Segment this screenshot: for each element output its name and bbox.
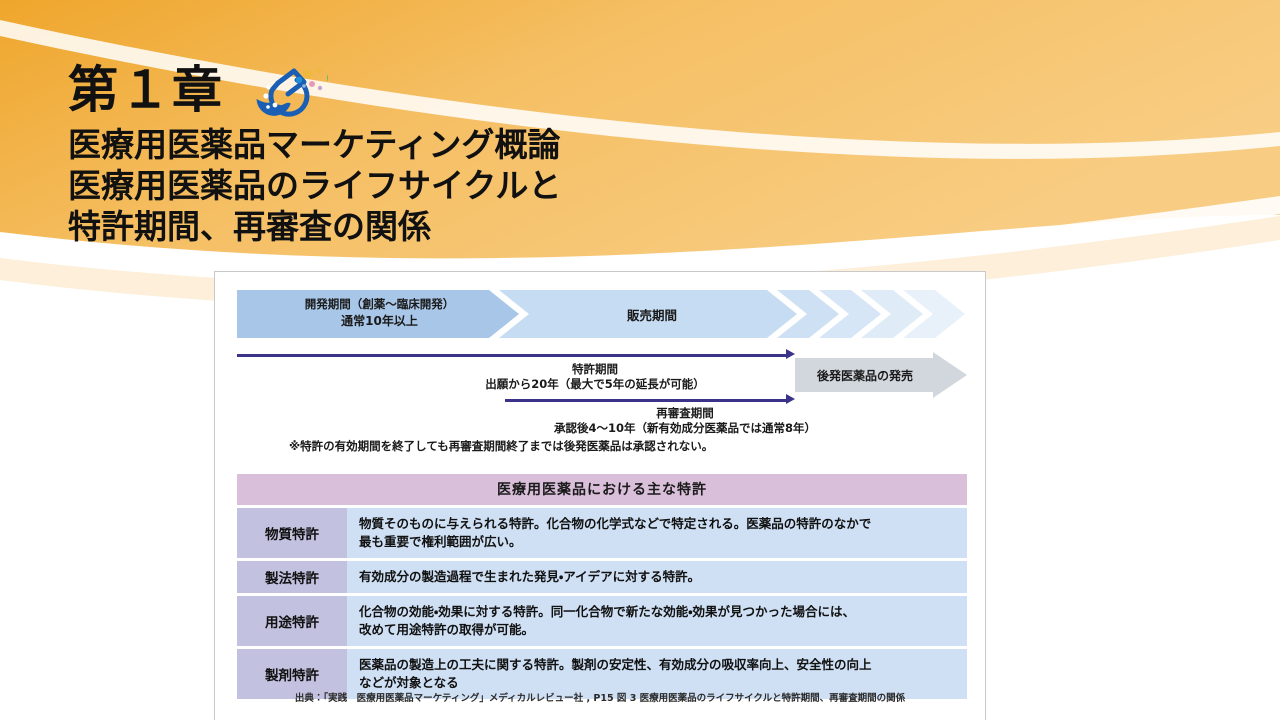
patent-type-label: 製剤特許 <box>237 649 347 699</box>
patent-type-description: 医薬品の製造上の工夫に関する特許。製剤の安定性、有効成分の吸収率向上、安全性の向… <box>347 649 967 699</box>
patent-type-description: 物質そのものに与えられる特許。化合物の化学式などで特定される。医薬品の特許のなか… <box>347 508 967 558</box>
reexamination-period-caption: 再審査期間 承認後4～10年（新有効成分医薬品では通常8年） <box>465 406 905 436</box>
patent-period-arrow <box>237 349 795 359</box>
generic-launch-arrow <box>795 352 967 398</box>
desc-line: 最も重要で権利範囲が広い。 <box>359 534 522 549</box>
patent-period-detail: 出願から20年（最大で5年の延長が可能） <box>485 377 705 391</box>
desc-line: 物質そのものに与えられる特許。化合物の化学式などで特定される。医薬品の特許のなか… <box>359 516 872 531</box>
approval-note: ※特許の有効期間を終了しても再審査期間終了までは後発医薬品は承認されない。 <box>289 439 714 453</box>
figure-panel: 開発期間（創薬～臨床開発） 通常10年以上 販売期間 後発医薬品の発売 特許期間… <box>214 271 986 720</box>
table-row: 用途特許 化合物の効能・効果に対する特許。同一化合物で新たな効能・効果が見つかっ… <box>237 596 967 646</box>
patent-period-name: 特許期間 <box>572 362 618 376</box>
patent-type-description: 化合物の効能・効果に対する特許。同一化合物で新たな効能・効果が見つかった場合には… <box>347 596 967 646</box>
generic-launch-label: 後発医薬品の発売 <box>816 368 913 383</box>
patent-type-label: 製法特許 <box>237 561 347 593</box>
desc-line: 改めて用途特許の取得が可能。 <box>359 622 535 637</box>
patent-type-description: 有効成分の製造過程で生まれた発見・アイデアに対する特許。 <box>347 561 967 593</box>
lifecycle-timeline <box>237 290 965 338</box>
title-line-1: 医療用医薬品マーケティング概論 <box>68 125 561 164</box>
patent-period-caption: 特許期間 出願から20年（最大で5年の延長が可能） <box>395 362 795 392</box>
title-line-3: 特許期間、再審査の関係 <box>68 207 431 246</box>
patent-type-label: 用途特許 <box>237 596 347 646</box>
patent-type-label: 物質特許 <box>237 508 347 558</box>
table-row: 製剤特許 医薬品の製造上の工夫に関する特許。製剤の安定性、有効成分の吸収率向上、… <box>237 649 967 699</box>
reexamination-period-arrow <box>505 394 795 404</box>
desc-line: 化合物の効能・効果に対する特許。同一化合物で新たな効能・効果が見つかった場合には… <box>359 604 856 619</box>
title-block: 第１章 <box>68 62 828 247</box>
patent-table: 医療用医薬品における主な特許 物質特許 物質そのものに与えられる特許。化合物の化… <box>237 474 967 699</box>
table-row: 製法特許 有効成分の製造過程で生まれた発見・アイデアに対する特許。 <box>237 561 967 593</box>
flask-icon <box>242 66 343 129</box>
patent-table-title: 医療用医薬品における主な特許 <box>237 474 967 505</box>
reexamination-period-detail: 承認後4～10年（新有効成分医薬品では通常8年） <box>553 421 816 435</box>
table-row: 物質特許 物質そのものに与えられる特許。化合物の化学式などで特定される。医薬品の… <box>237 508 967 558</box>
reexamination-period-name: 再審査期間 <box>656 406 714 420</box>
desc-line: などが対象となる <box>359 675 459 690</box>
title-line-2: 医療用医薬品のライフサイクルと <box>68 166 562 205</box>
source-citation: 出典：「実践 医療用医薬品マーケティング」メディカルレビュー社 , P15 図 … <box>294 693 906 704</box>
chapter-label: 第１章 <box>68 61 224 119</box>
desc-line: 有効成分の製造過程で生まれた発見・アイデアに対する特許。 <box>359 569 701 584</box>
desc-line: 医薬品の製造上の工夫に関する特許。製剤の安定性、有効成分の吸収率向上、安全性の向… <box>359 657 872 672</box>
chapter-row: 第１章 <box>68 62 828 124</box>
